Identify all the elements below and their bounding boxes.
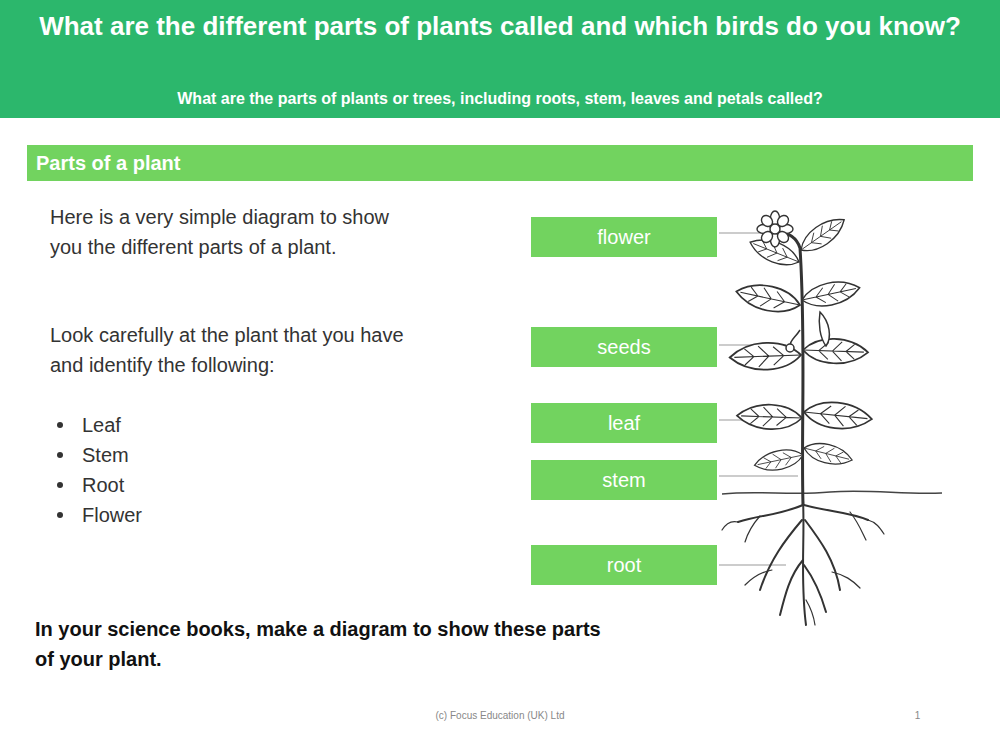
part-label-box: root bbox=[531, 545, 717, 585]
section-band: Parts of a plant bbox=[27, 145, 973, 181]
task-text: In your science books, make a diagram to… bbox=[35, 614, 615, 674]
intro-text: Here is a very simple diagram to show yo… bbox=[50, 202, 410, 262]
node-text: root bbox=[539, 553, 709, 577]
bullet-item: Root bbox=[82, 470, 282, 500]
bullet-item: Flower bbox=[82, 500, 282, 530]
node-text: flower bbox=[539, 225, 709, 249]
bullet-item: Leaf bbox=[82, 410, 282, 440]
subtitle: What are the parts of plants or trees, i… bbox=[15, 88, 985, 110]
node-text: leaf bbox=[539, 411, 709, 435]
node-text: stem bbox=[539, 468, 709, 492]
part-label-box: leaf bbox=[531, 403, 717, 443]
copyright-note: (c) Focus Education (UK) Ltd bbox=[380, 709, 620, 723]
part-label-box: stem bbox=[531, 460, 717, 500]
page-number: 1 bbox=[905, 709, 930, 723]
page-title: What are the different parts of plants c… bbox=[15, 8, 985, 44]
bullet-item: Stem bbox=[82, 440, 282, 470]
part-label-box: flower bbox=[531, 217, 717, 257]
node-text: Parts of a plant bbox=[36, 151, 964, 175]
part-label-box: seeds bbox=[531, 327, 717, 367]
instruction-text: Look carefully at the plant that you hav… bbox=[50, 320, 430, 380]
node-text: seeds bbox=[539, 335, 709, 359]
